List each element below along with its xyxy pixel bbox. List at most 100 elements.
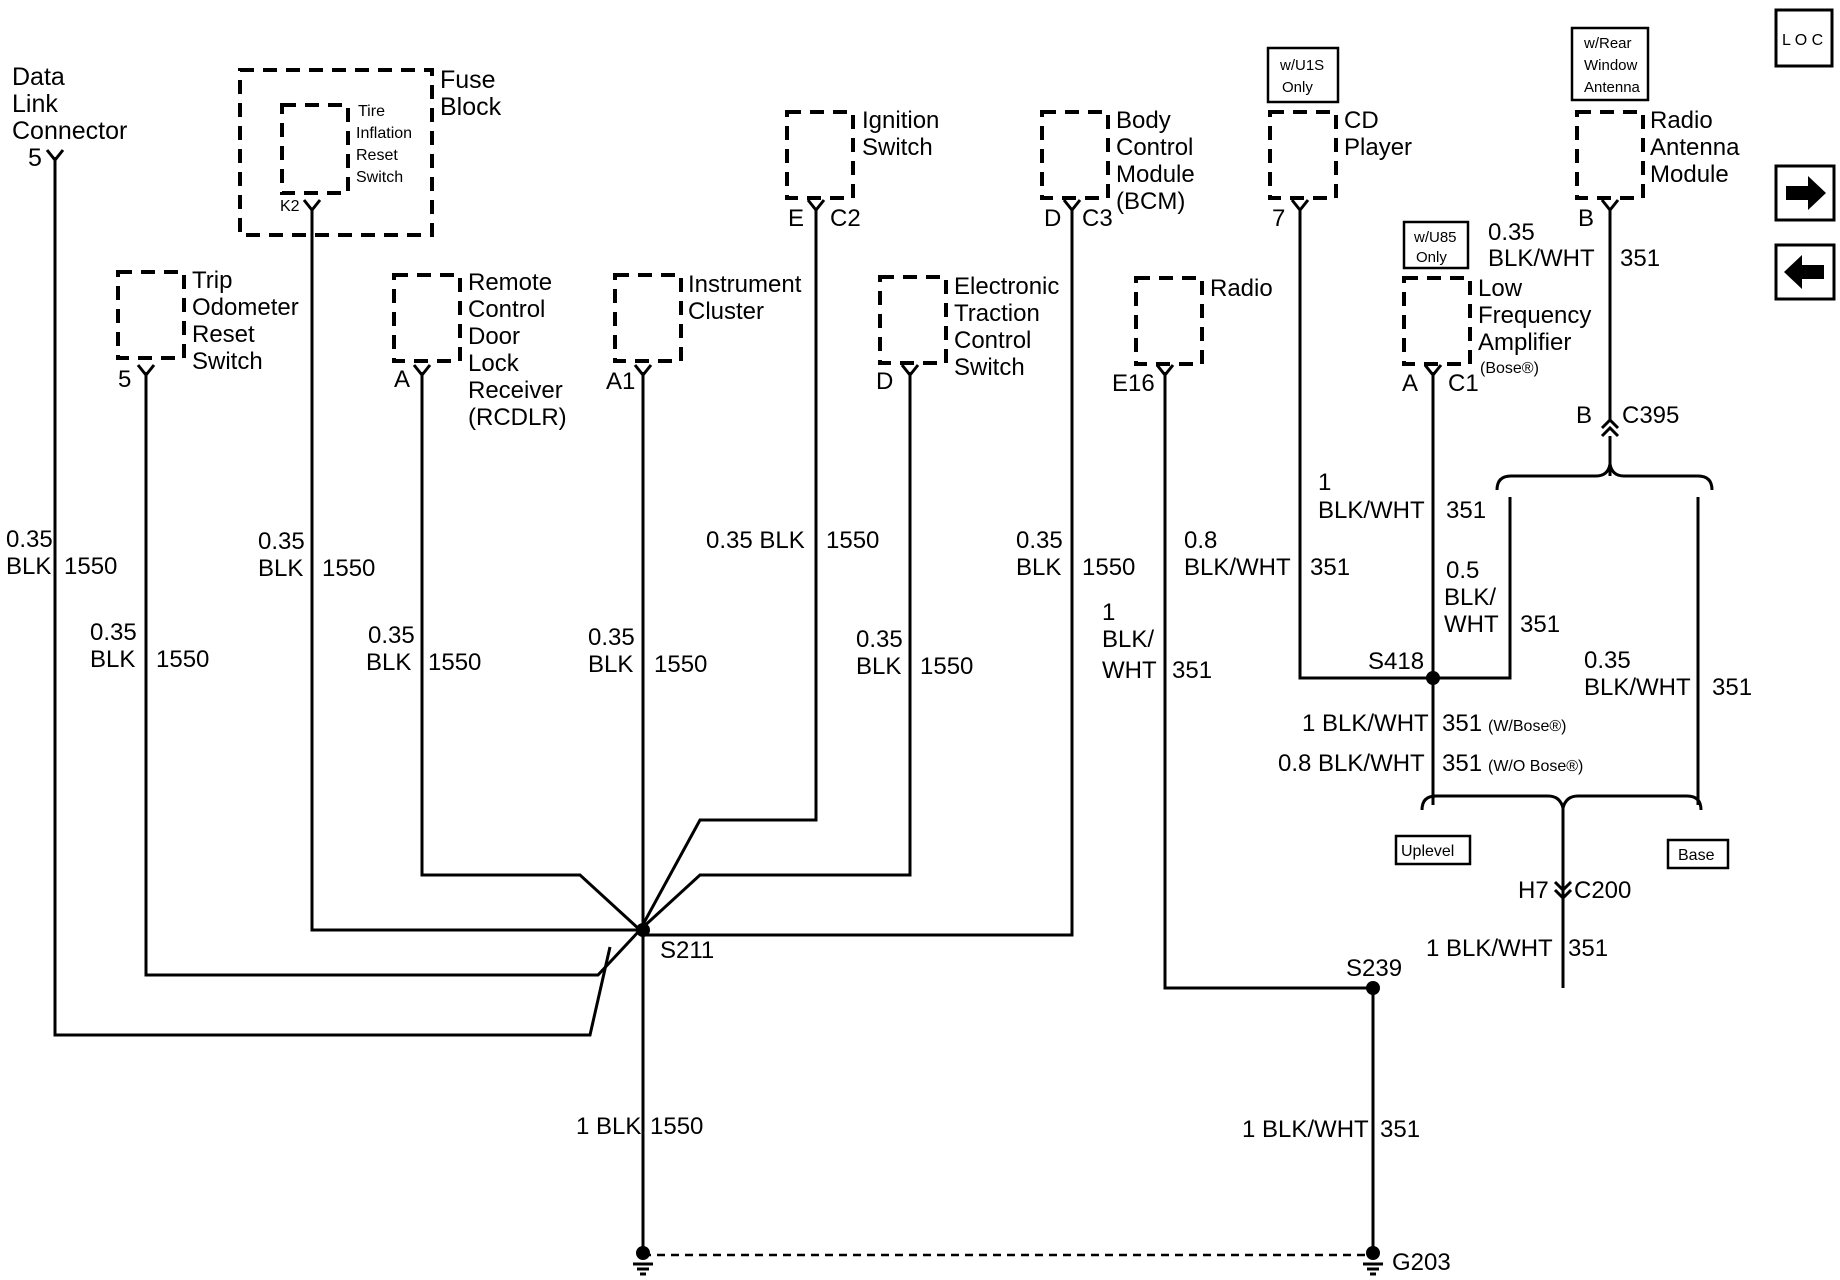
wire-radio-circuit: 351 — [1172, 657, 1212, 684]
cd-pin: 7 — [1272, 205, 1285, 232]
bcm-label-4: (BCM) — [1116, 188, 1185, 215]
ram-option-box — [1570, 26, 1650, 102]
ign-pin: E — [788, 205, 804, 232]
lfa-conn: C1 — [1448, 370, 1479, 397]
splice-s418-dot — [1426, 671, 1440, 685]
circuit-351-wires — [1163, 208, 1714, 1253]
lfa-label-3: Amplifier — [1478, 329, 1571, 356]
wire-dlc-size: 0.35 — [6, 526, 53, 553]
dlc-label-3: Connector — [12, 117, 127, 145]
rcdlr-pin: A — [394, 366, 410, 393]
bcm-label-2: Control — [1116, 134, 1193, 161]
wire-base-color: BLK/WHT — [1584, 674, 1691, 701]
dlc-label-1: Data — [12, 63, 65, 91]
next-page-button[interactable] — [1774, 164, 1836, 222]
c395-pin: B — [1576, 402, 1592, 429]
wire-s418-bose-note: (W/Bose®) — [1488, 718, 1566, 735]
tire-label-1: Tire — [358, 103, 385, 120]
wire-ram-top-color: BLK/WHT — [1488, 245, 1595, 272]
ground-symbol-right — [1363, 1246, 1383, 1276]
splice-s211-label: S211 — [660, 937, 714, 964]
rcdlr-label-2: Control — [468, 296, 545, 323]
fuse-block-box — [238, 68, 434, 237]
bcm-pin: D — [1044, 205, 1061, 232]
wire-s418-nobose-label: 0.8 BLK/WHT — [1278, 750, 1425, 777]
trip-pin: 5 — [118, 366, 131, 393]
wire-radio-color2: WHT — [1102, 657, 1157, 684]
wire-trip-circuit: 1550 — [156, 646, 209, 673]
wire-ram-top-circuit: 351 — [1620, 245, 1660, 272]
fuse-block-label-2: Block — [440, 93, 502, 121]
arrow-left-icon — [1784, 255, 1824, 289]
lfa-label-4: (Bose®) — [1480, 360, 1539, 377]
ign-label-2: Switch — [862, 134, 933, 161]
wire-fuse-size: 0.35 — [258, 528, 305, 555]
wire-rcdlr-size: 0.35 — [368, 622, 415, 649]
ign-conn: C2 — [830, 205, 861, 232]
cd-label-1: CD — [1344, 107, 1379, 134]
ic-label-2: Cluster — [688, 298, 764, 325]
wire-main-left-label: 1 BLK — [576, 1113, 641, 1140]
splice-s211-dot — [636, 923, 650, 937]
fuse-block-pin: K2 — [280, 198, 300, 215]
wire-dlc-color: BLK — [6, 553, 51, 580]
wire-main-right-label: 1 BLK/WHT — [1242, 1116, 1369, 1143]
trip-label-1: Trip — [192, 267, 232, 294]
etcs-box — [878, 275, 948, 365]
bcm-conn: C3 — [1082, 205, 1113, 232]
bcm-label-1: Body — [1116, 107, 1171, 134]
wire-s418-bose-label: 1 BLK/WHT — [1302, 710, 1429, 737]
wire-s418-bose-circuit: 351 — [1442, 710, 1482, 737]
wire-ram-up-size: 1 — [1318, 469, 1331, 496]
c200-name: C200 — [1574, 877, 1631, 904]
rcdlr-label-5: Receiver — [468, 377, 563, 404]
wire-main-left-circuit: 1550 — [650, 1113, 703, 1140]
cd-label-2: Player — [1344, 134, 1412, 161]
wire-s418-nobose-note: (W/O Bose®) — [1488, 758, 1583, 775]
lfa-label-2: Frequency — [1478, 302, 1591, 329]
wire-base-size: 0.35 — [1584, 647, 1631, 674]
lfa-option-1: w/U85 — [1413, 229, 1457, 246]
tire-inflation-switch-box — [280, 103, 350, 195]
lfa-option-box — [1402, 220, 1470, 270]
wire-c200-circuit: 351 — [1568, 935, 1608, 962]
instrument-cluster-box — [613, 273, 683, 363]
arrow-right-icon — [1786, 176, 1826, 210]
loc-label: L O C — [1782, 32, 1823, 49]
tire-label-2: Inflation — [356, 125, 412, 142]
rcdlr-box — [392, 273, 462, 363]
wire-radio-color1: BLK/ — [1102, 626, 1154, 653]
wire-cd-circuit: 351 — [1310, 554, 1350, 581]
dlc-label-2: Link — [12, 90, 58, 118]
previous-page-button[interactable] — [1774, 243, 1836, 301]
rcdlr-label-1: Remote — [468, 269, 552, 296]
radio-pin: E16 — [1112, 370, 1155, 397]
lfa-pin: A — [1402, 370, 1418, 397]
trip-label-2: Odometer — [192, 294, 299, 321]
wire-etcs-color: BLK — [856, 653, 901, 680]
wire-rcdlr-color: BLK — [366, 649, 411, 676]
wire-fuse-circuit: 1550 — [322, 555, 375, 582]
pin-symbols — [45, 149, 1620, 378]
etcs-pin: D — [876, 368, 893, 395]
wire-radio-size: 1 — [1102, 599, 1115, 626]
cd-option-box — [1266, 46, 1340, 104]
radio-antenna-box — [1575, 110, 1645, 200]
base-option-box — [1666, 838, 1730, 870]
bcm-label-3: Module — [1116, 161, 1195, 188]
loc-button[interactable]: L O C — [1774, 8, 1834, 68]
ic-label-1: Instrument — [688, 271, 802, 298]
ground-label: G203 — [1392, 1249, 1451, 1276]
wire-rcdlr-circuit: 1550 — [428, 649, 481, 676]
radio-box — [1134, 276, 1204, 366]
etcs-label-3: Control — [954, 327, 1031, 354]
ram-option-3: Antenna — [1584, 79, 1641, 96]
wire-etcs-circuit: 1550 — [920, 653, 973, 680]
trip-label-4: Switch — [192, 348, 263, 375]
etcs-label-4: Switch — [954, 354, 1025, 381]
lfa-option-2: Only — [1416, 249, 1447, 266]
ram-option-1: w/Rear — [1583, 35, 1632, 52]
cd-player-box — [1268, 110, 1338, 200]
dlc-pin: 5 — [28, 144, 42, 172]
